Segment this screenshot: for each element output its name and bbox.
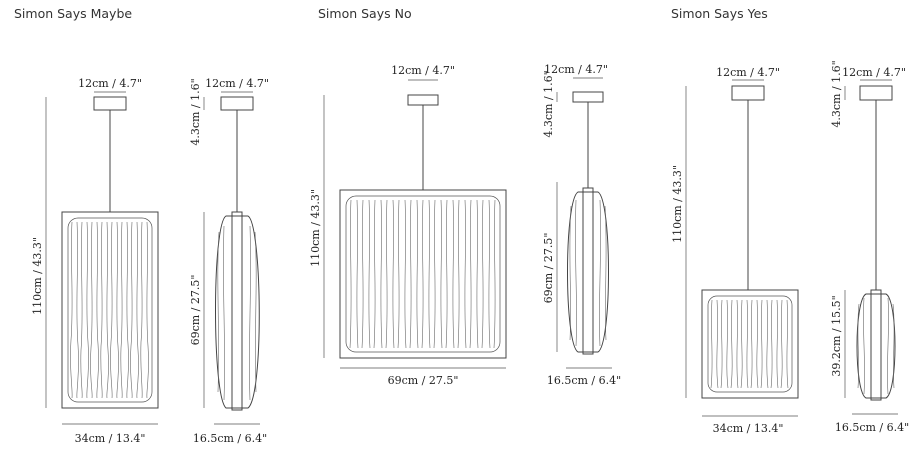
no-total-height-label: 110cm / 43.3" [309,189,322,267]
no-front-canopy [407,94,439,106]
maybe-depth-label: 16.5cm / 6.4" [193,432,267,445]
yes-side-shade [856,293,896,399]
maybe-front-view: 110cm / 43.3" 12cm / 4.7" 34cm / 13.4" [31,77,159,445]
no-side-canopy [572,91,604,103]
no-depth-label: 16.5cm / 6.4" [547,374,621,387]
yes-side-fibers [857,297,895,395]
yes-shade-height-label: 39.2cm / 15.5" [830,295,843,376]
maybe-canopy-height-label: 4.3cm / 1.6" [189,78,202,145]
yes-front-view: 110cm / 43.3" 12cm / 4.7" 34cm / 13.4" [671,66,799,435]
no-side-view: 12cm / 4.7" 4.3cm / 1.6" 69cm / 27.5" 16… [542,63,621,387]
yes-canopy-width-label: 12cm / 4.7" [716,66,780,79]
no-front-fibers [349,199,496,349]
maybe-canopy-width-label: 12cm / 4.7" [78,77,142,90]
yes-front-shade-inner [707,295,793,393]
yes-front-shade-frame [701,289,799,399]
yes-front-canopy [731,85,765,101]
no-side-fibers [569,199,607,347]
no-canopy-width-label: 12cm / 4.7" [391,64,455,77]
no-side-shade [567,191,609,353]
no-width-label: 69cm / 27.5" [388,374,459,387]
maybe-side-fibers [217,225,257,401]
yes-side-view: 12cm / 4.7" 4.3cm / 1.6" 39.2cm / 15.5" … [830,60,909,434]
maybe-width-label: 34cm / 13.4" [75,432,146,445]
yes-side-canopy-width-label: 12cm / 4.7" [842,66,906,79]
maybe-side-view: 12cm / 4.7" 4.3cm / 1.6" 69cm / 27.5" 16… [189,77,269,445]
no-front-view: 110cm / 43.3" 12cm / 4.7" 69cm / 27.5" [309,64,507,387]
no-side-spine [582,187,594,355]
yes-depth-label: 16.5cm / 6.4" [835,421,909,434]
maybe-total-height-label: 110cm / 43.3" [31,237,44,315]
yes-total-height-label: 110cm / 43.3" [671,165,684,243]
maybe-shade-height-label: 69cm / 27.5" [189,275,202,346]
yes-side-canopy [859,85,893,101]
yes-canopy-height-label: 4.3cm / 1.6" [830,60,843,127]
yes-side-spine [870,289,882,401]
maybe-front-canopy [93,96,127,111]
no-front-shade-frame [339,189,507,359]
maybe-side-spine [231,211,243,411]
no-canopy-height-label: 4.3cm / 1.6" [542,70,555,137]
no-front-shade-inner [345,195,501,353]
maybe-side-shade [215,215,260,409]
title-simon-says-no: Simon Says No [318,6,412,21]
title-simon-says-maybe: Simon Says Maybe [14,6,133,21]
maybe-front-shade-frame [61,211,159,409]
maybe-front-fibers [70,221,149,399]
maybe-side-canopy-width-label: 12cm / 4.7" [205,77,269,90]
no-side-canopy-width-label: 12cm / 4.7" [544,63,608,76]
yes-front-fibers [710,299,789,389]
title-simon-says-yes: Simon Says Yes [671,6,768,21]
maybe-side-canopy [220,96,254,111]
yes-width-label: 34cm / 13.4" [713,422,784,435]
no-shade-height-label: 69cm / 27.5" [542,233,555,304]
maybe-front-shade-inner [67,217,153,403]
